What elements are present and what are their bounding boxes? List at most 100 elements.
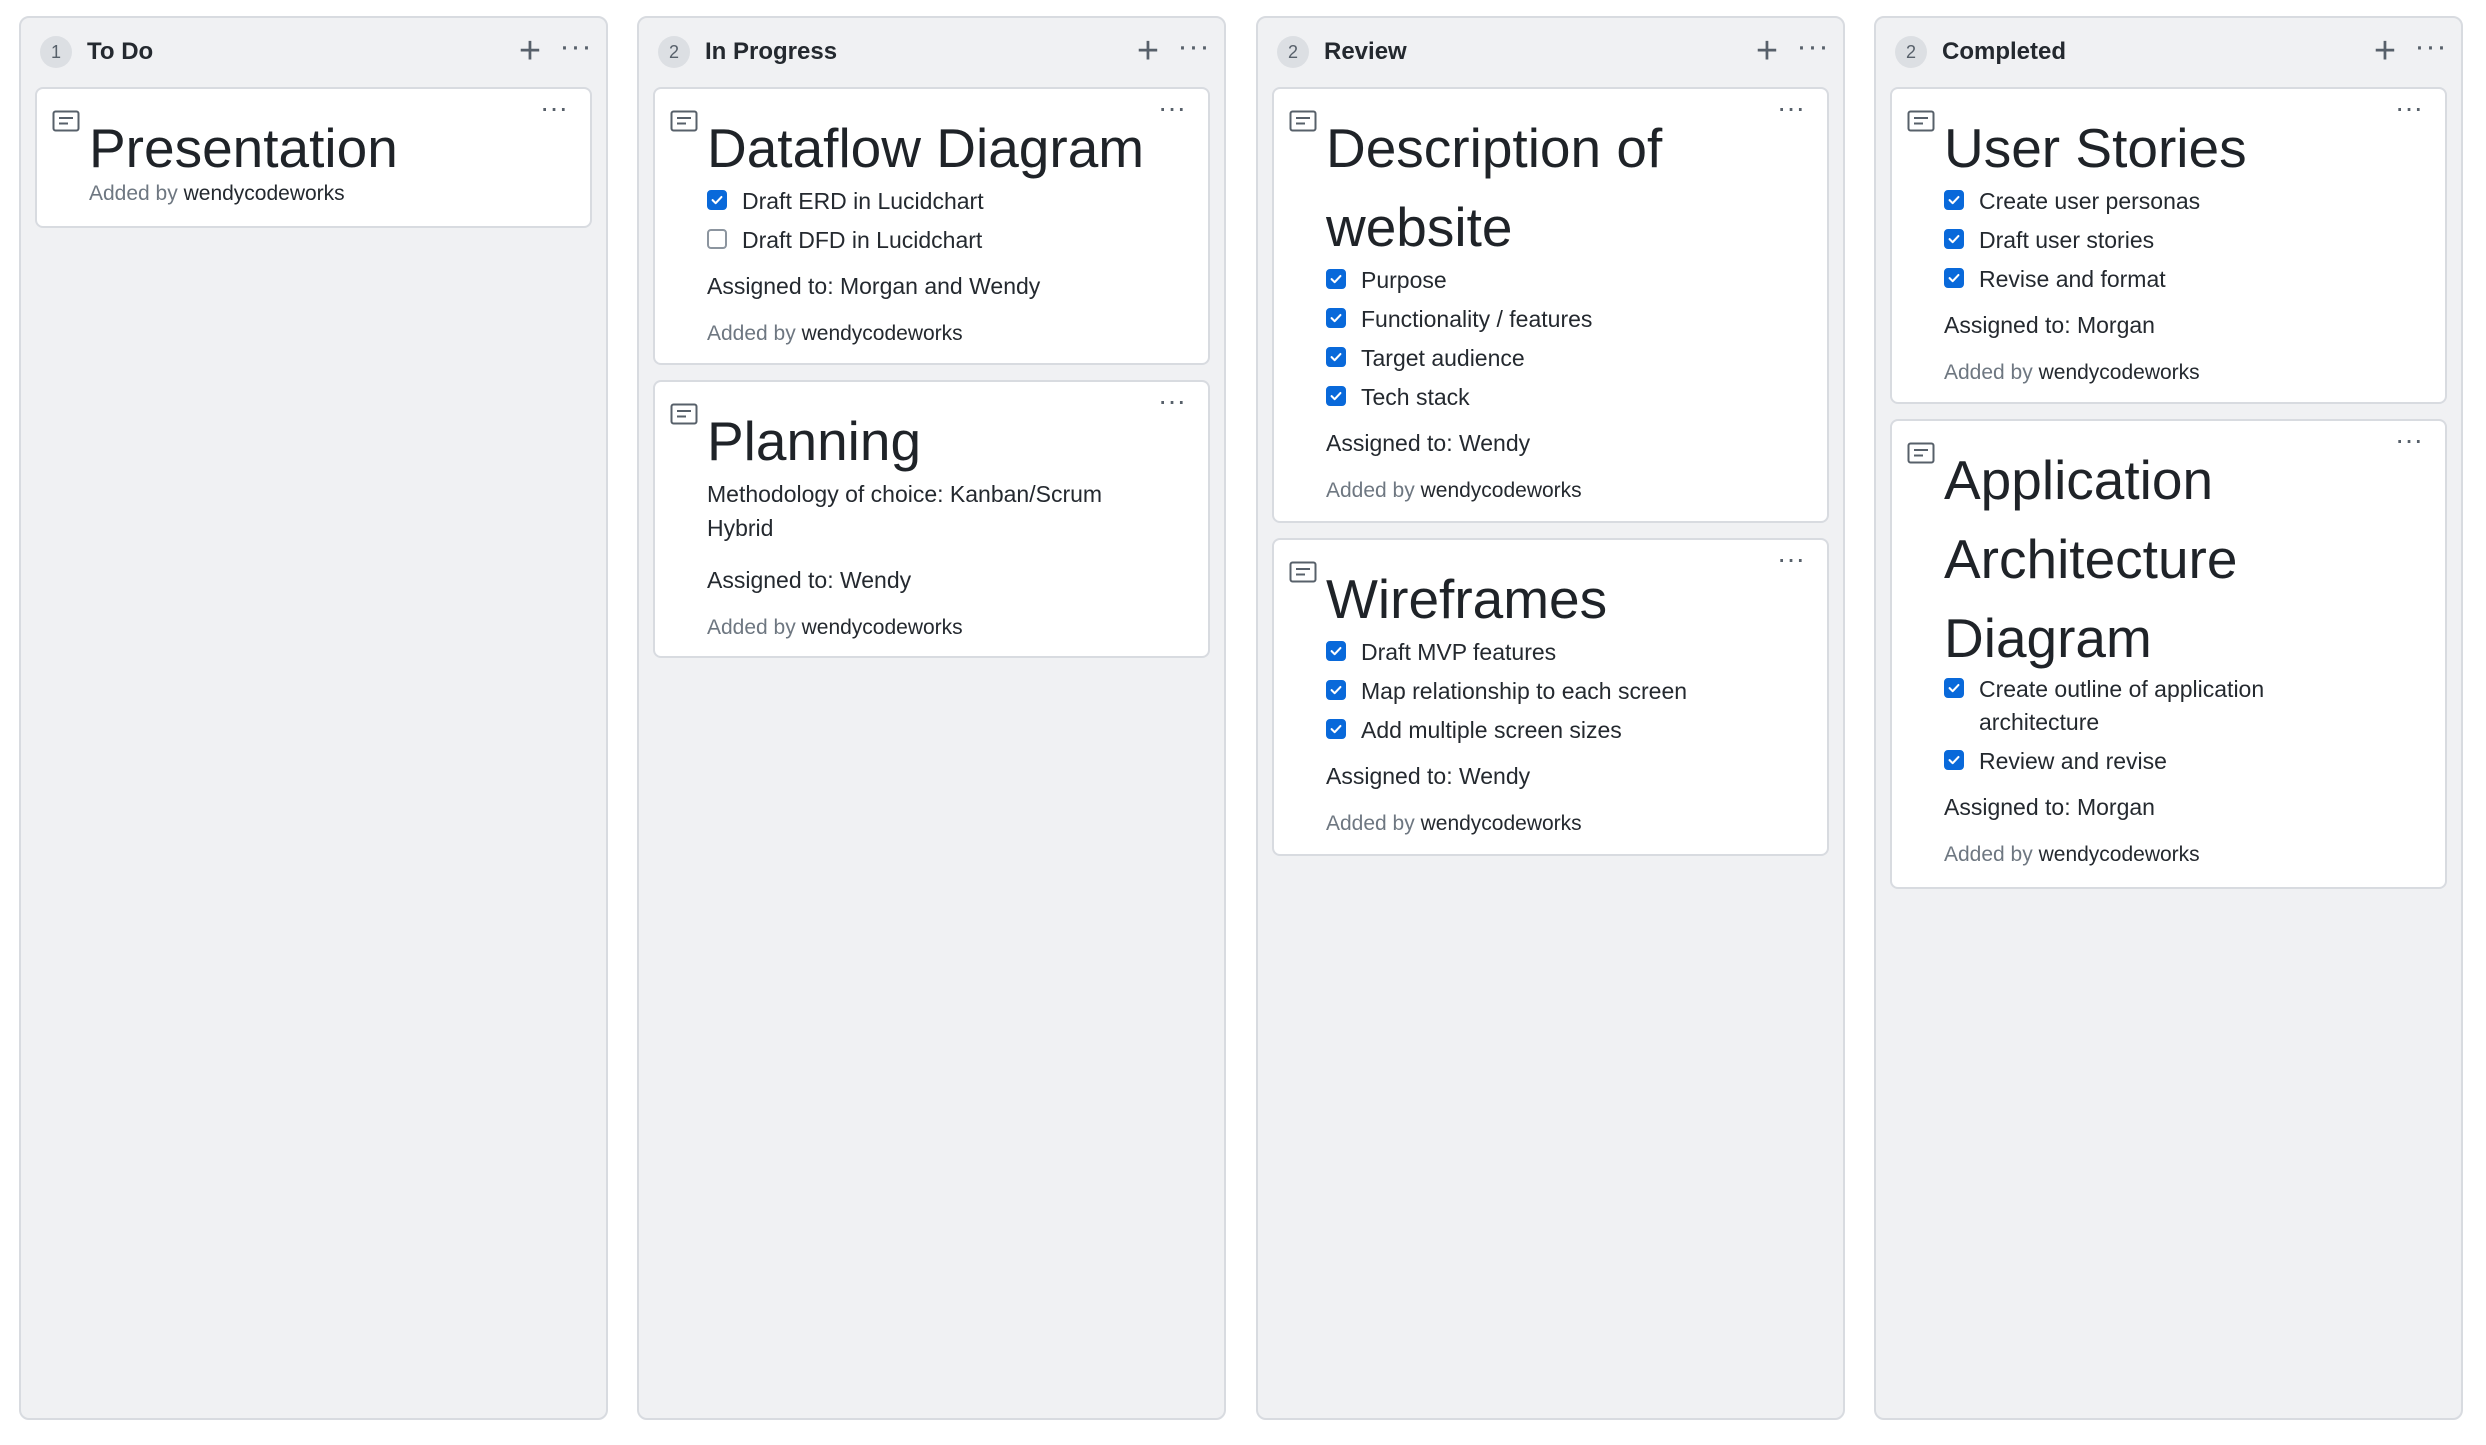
checklist-item: Purpose [1326, 262, 1806, 296]
column-menu-button[interactable]: ··· [559, 30, 593, 63]
column-menu-button[interactable]: ··· [2414, 30, 2448, 63]
checklist-item-label: Draft ERD in Lucidchart [742, 188, 984, 214]
checkbox-checked[interactable] [1326, 680, 1346, 700]
added-by-user[interactable]: wendycodeworks [801, 616, 963, 639]
checklist-item-label: Review and revise [1979, 748, 2167, 774]
card-menu-button[interactable]: ··· [540, 92, 568, 123]
checklist-item: Target audience [1326, 340, 1806, 374]
card-menu-button[interactable]: ··· [2395, 424, 2423, 455]
added-by-text: Added by wendycodeworks [707, 613, 963, 643]
card-count-badge: 1 [40, 36, 72, 68]
added-by-user[interactable]: wendycodeworks [2038, 361, 2200, 384]
added-by-user[interactable]: wendycodeworks [183, 182, 345, 205]
column-review: 2 Review + ··· ··· Description of websit… [1256, 16, 1845, 1420]
card-title: Dataflow Diagram [707, 117, 1145, 179]
checkbox-checked[interactable] [1326, 386, 1346, 406]
checklist-item: Review and revise [1944, 743, 2424, 777]
added-by-user[interactable]: wendycodeworks [2038, 843, 2200, 866]
card-presentation[interactable]: ··· Presentation Added by wendycodeworks [35, 87, 592, 228]
column-header: 2 Review + ··· [1258, 18, 1843, 87]
card-wireframes[interactable]: ··· Wireframes Draft MVP features Map re… [1272, 538, 1829, 856]
assigned-text: Assigned to: Morgan [1944, 794, 2155, 820]
added-by-user[interactable]: wendycodeworks [1420, 479, 1582, 502]
checklist-item: Functionality / features [1326, 301, 1806, 335]
card-description-of-website[interactable]: ··· Description of website Purpose Funct… [1272, 87, 1829, 523]
card-planning[interactable]: ··· Planning Methodology of choice: Kanb… [653, 380, 1210, 658]
assigned-text: Assigned to: Wendy [707, 567, 912, 593]
checklist-item: Tech stack [1326, 379, 1806, 413]
checklist-item: Draft ERD in Lucidchart [707, 183, 1187, 217]
added-by-text: Added by wendycodeworks [89, 179, 345, 209]
checkbox-checked[interactable] [1326, 269, 1346, 289]
card-title: Presentation [89, 117, 398, 179]
card-count-badge: 2 [1895, 36, 1927, 68]
checklist-item-label: Create user personas [1979, 188, 2201, 214]
column-menu-button[interactable]: ··· [1177, 30, 1211, 63]
added-by-label: Added by [707, 322, 796, 345]
card-menu-button[interactable]: ··· [1158, 385, 1186, 416]
checklist-item-label: Target audience [1361, 345, 1525, 371]
checkbox-checked[interactable] [1944, 268, 1964, 288]
card-title: Planning [707, 410, 922, 472]
checkbox-checked[interactable] [1326, 308, 1346, 328]
added-by-user[interactable]: wendycodeworks [1420, 812, 1582, 835]
checklist-item-label: Draft DFD in Lucidchart [742, 227, 983, 253]
card-title: Wireframes [1326, 568, 1608, 630]
column-to-do: 1 To Do + ··· ··· Presentation Added by … [19, 16, 608, 1420]
checklist-item-label: Add multiple screen sizes [1361, 717, 1622, 743]
assigned-text: Assigned to: Morgan [1944, 312, 2155, 338]
card-menu-button[interactable]: ··· [1777, 92, 1805, 123]
checklist-item: Revise and format [1944, 261, 2424, 295]
checkbox-checked[interactable] [1944, 229, 1964, 249]
checkbox-checked[interactable] [1326, 641, 1346, 661]
column-menu-button[interactable]: ··· [1796, 30, 1830, 63]
note-icon [1289, 561, 1317, 585]
card-count-badge: 2 [658, 36, 690, 68]
note-icon [1289, 110, 1317, 134]
added-by-label: Added by [707, 616, 796, 639]
card-title: Description of website [1326, 117, 1663, 258]
added-by-user[interactable]: wendycodeworks [801, 322, 963, 345]
checklist-item-label: Draft MVP features [1361, 639, 1557, 665]
added-by-text: Added by wendycodeworks [1326, 809, 1582, 839]
checklist-item-label: Tech stack [1361, 384, 1470, 410]
checklist-item: Draft DFD in Lucidchart [707, 222, 1187, 256]
checkbox-checked[interactable] [1326, 719, 1346, 739]
note-icon [1907, 442, 1935, 466]
assigned-text: Assigned to: Wendy [1326, 763, 1531, 789]
card-application-architecture-diagram[interactable]: ··· Application Architecture Diagram Cre… [1890, 419, 2447, 889]
added-by-text: Added by wendycodeworks [1326, 476, 1582, 506]
add-card-button[interactable]: + [1755, 30, 1779, 72]
checkbox-checked[interactable] [1944, 190, 1964, 210]
assigned-text: Assigned to: Wendy [1326, 430, 1531, 456]
note-icon [1907, 110, 1935, 134]
checkbox-unchecked[interactable] [707, 229, 727, 249]
checkbox-checked[interactable] [707, 190, 727, 210]
checklist-item-label: Functionality / features [1361, 306, 1593, 332]
note-icon [670, 110, 698, 134]
checklist-item: Map relationship to each screen [1326, 673, 1806, 707]
checkbox-checked[interactable] [1326, 347, 1346, 367]
card-menu-button[interactable]: ··· [1777, 543, 1805, 574]
added-by-text: Added by wendycodeworks [1944, 358, 2200, 388]
checklist-item-label: Create outline of application architectu… [1979, 676, 2265, 735]
card-dataflow-diagram[interactable]: ··· Dataflow Diagram Draft ERD in Lucidc… [653, 87, 1210, 365]
card-title: Application Architecture Diagram [1944, 449, 2238, 669]
add-card-button[interactable]: + [518, 30, 542, 72]
column-title: To Do [87, 38, 154, 65]
card-user-stories[interactable]: ··· User Stories Create user personas Dr… [1890, 87, 2447, 404]
checkbox-checked[interactable] [1944, 750, 1964, 770]
add-card-button[interactable]: + [1136, 30, 1160, 72]
card-menu-button[interactable]: ··· [2395, 92, 2423, 123]
add-card-button[interactable]: + [2373, 30, 2397, 72]
column-title: In Progress [705, 38, 838, 65]
card-menu-button[interactable]: ··· [1158, 92, 1186, 123]
checklist-item-label: Purpose [1361, 267, 1447, 293]
checklist-item-label: Map relationship to each screen [1361, 678, 1688, 704]
note-icon [670, 403, 698, 427]
column-completed: 2 Completed + ··· ··· User Stories Creat… [1874, 16, 2463, 1420]
checkbox-checked[interactable] [1944, 678, 1964, 698]
added-by-label: Added by [1326, 479, 1415, 502]
assigned-text: Assigned to: Morgan and Wendy [707, 273, 1041, 299]
